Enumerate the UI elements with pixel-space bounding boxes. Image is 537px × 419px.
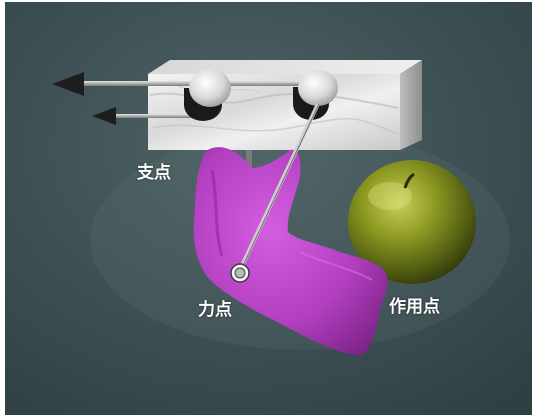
load-point-label: 作用点 xyxy=(389,297,440,317)
fulcrum-label: 支点 xyxy=(137,163,171,183)
effort-point-label: 力点 xyxy=(198,300,232,320)
pivot-ring-icon xyxy=(231,264,249,282)
